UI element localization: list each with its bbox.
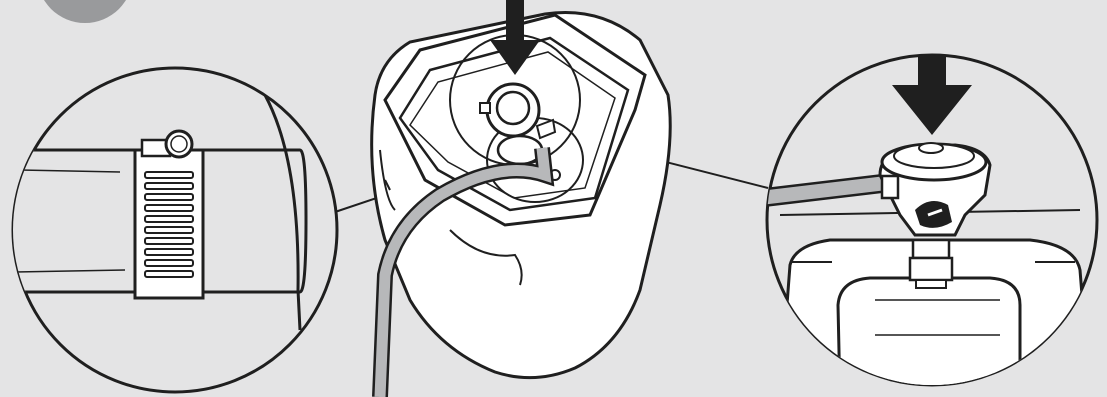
clamp-screw — [166, 131, 192, 157]
bottle-valve-spindle — [910, 258, 952, 280]
